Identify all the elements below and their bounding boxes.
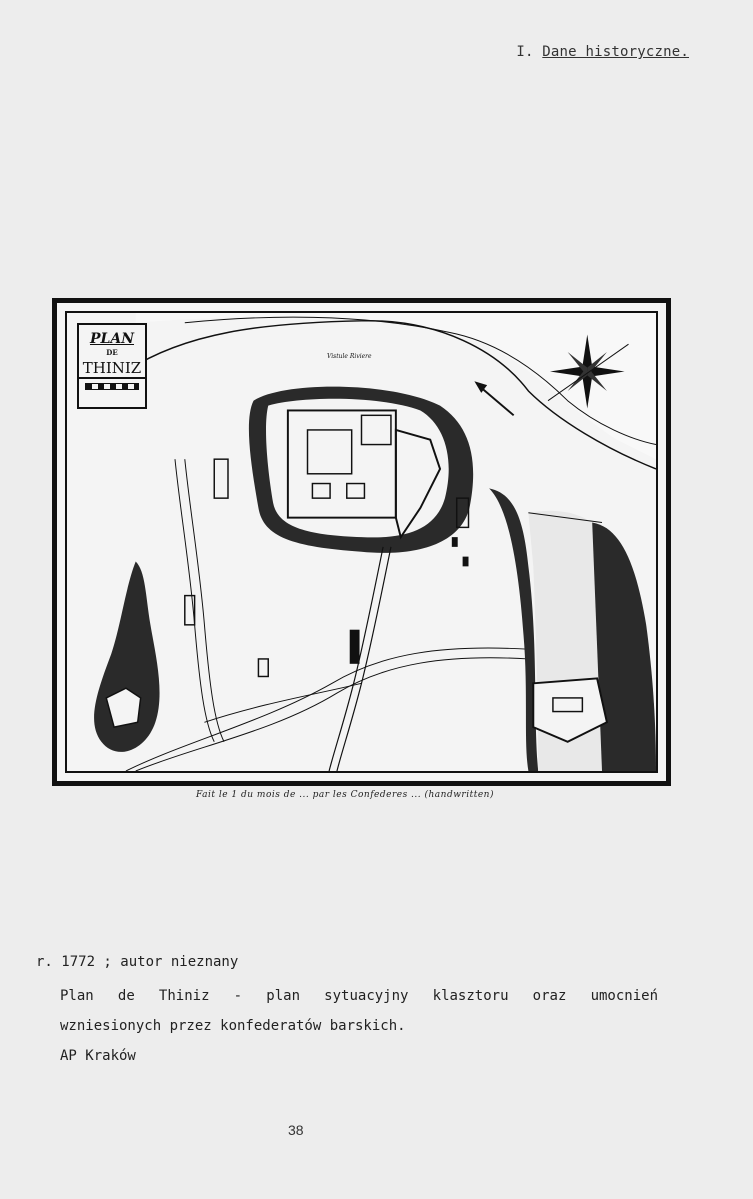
historical-map: PLAN DE THINIZ Vistule Riviere: [52, 298, 671, 786]
running-header: I. Dane historyczne.: [516, 44, 689, 60]
cartouche-de: DE: [106, 348, 118, 357]
caption-word: plan: [266, 988, 300, 1004]
scale-bar: [85, 383, 139, 390]
map-cartouche: PLAN DE THINIZ: [77, 323, 147, 409]
caption-word: Plan: [60, 988, 94, 1004]
caption-word: oraz: [532, 988, 567, 1004]
map-drawing-area: PLAN DE THINIZ Vistule Riviere: [65, 311, 658, 773]
caption-word: umocnień: [590, 988, 658, 1004]
page-number: 38: [288, 1122, 304, 1138]
figure-caption: r. 1772 ; autor nieznany Plan de Thiniz …: [36, 954, 686, 1064]
map-signature: Fait le 1 du mois de ... par les Confede…: [196, 790, 494, 800]
river-label: Vistule Riviere: [327, 353, 372, 360]
cartouche-title: PLAN: [89, 331, 135, 347]
header-section-title: Dane historyczne.: [542, 44, 689, 60]
caption-date-author: r. 1772 ; autor nieznany: [36, 954, 239, 970]
caption-word: sytuacyjny: [324, 988, 409, 1004]
compass-rose-icon: [547, 334, 629, 409]
caption-description: wzniesionych przez konfederatów barskich…: [60, 1018, 406, 1034]
caption-source: AP Kraków: [60, 1048, 136, 1064]
header-section-number: I.: [516, 44, 534, 60]
caption-word: klasztoru: [432, 988, 509, 1004]
caption-word: -: [233, 988, 243, 1004]
caption-word: Thiniz: [158, 988, 210, 1004]
map-illustration: [94, 313, 656, 771]
caption-word: de: [117, 988, 135, 1004]
caption-title-line: Plan de Thiniz - plan sytuacyjny klaszto…: [60, 988, 686, 1004]
cartouche-name: THINIZ: [79, 359, 145, 379]
